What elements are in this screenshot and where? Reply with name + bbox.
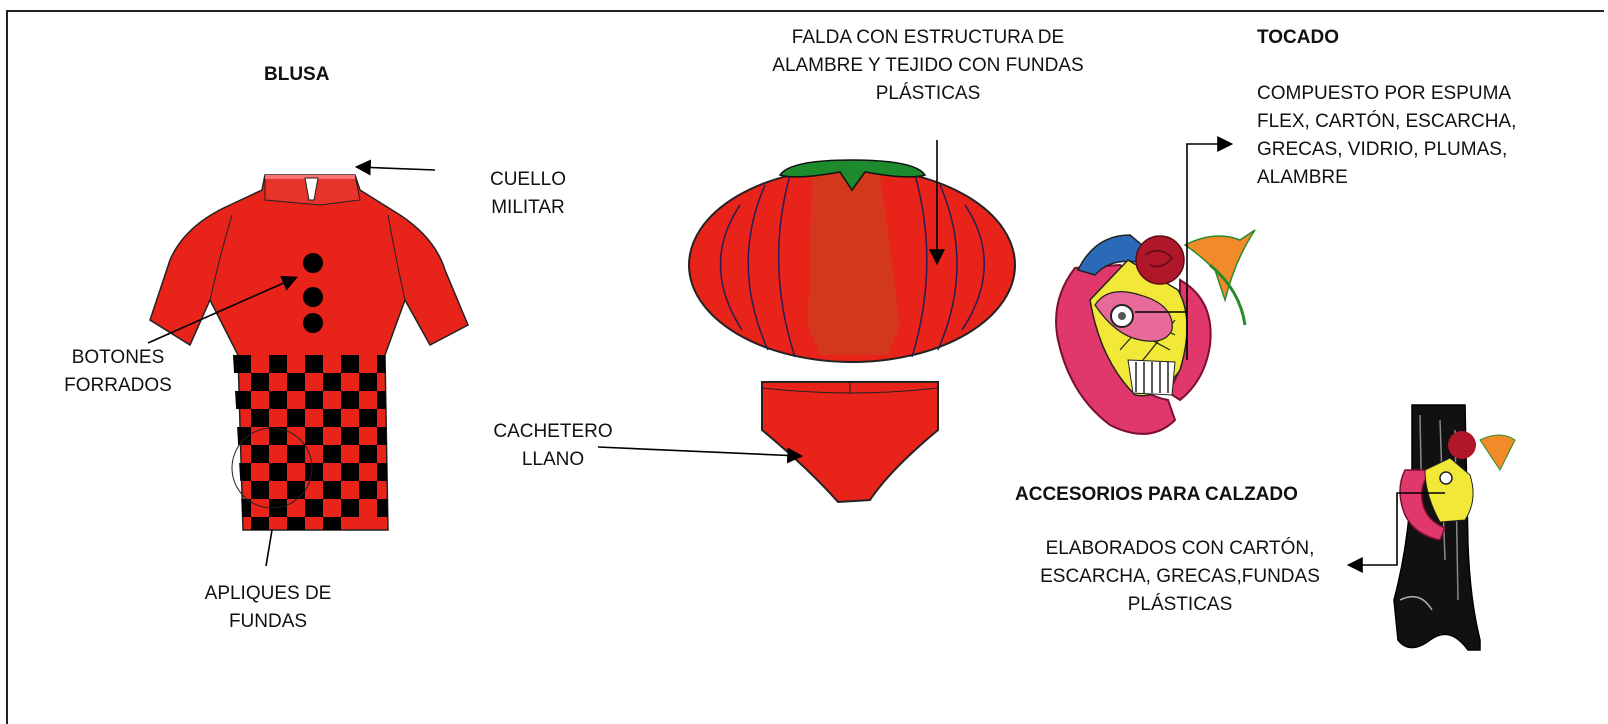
accesorios-arrow <box>1346 492 1445 573</box>
page-border <box>6 10 1604 724</box>
accesorios-line-1: ELABORADOS CON CARTÓN, <box>1045 538 1315 559</box>
falda-line-2: ALAMBRE Y TEJIDO CON FUNDAS <box>772 55 1084 76</box>
cachetero-label: CACHETERO LLANO <box>478 418 628 474</box>
tocado-line-4: ALAMBRE <box>1257 167 1348 188</box>
cachetero-arrow <box>597 446 804 464</box>
tocado-arrow-top <box>1186 136 1234 360</box>
headdress-illustration <box>1055 229 1256 435</box>
briefs-illustration <box>761 381 939 504</box>
cachetero-line-2: LLANO <box>521 449 585 470</box>
falda-label: FALDA CON ESTRUCTURA DE ALAMBRE Y TEJIDO… <box>728 24 1128 108</box>
cuello-line-1: CUELLO <box>489 169 567 190</box>
apliques-line <box>265 529 273 567</box>
botones-label: BOTONES FORRADOS <box>48 344 188 400</box>
falda-line-1: FALDA CON ESTRUCTURA DE <box>791 27 1065 48</box>
checker-pattern <box>233 355 388 530</box>
botones-line-1: BOTONES <box>71 347 165 368</box>
botones-arrow <box>147 275 298 344</box>
botones-line-2: FORRADOS <box>64 375 172 396</box>
cachetero-line-1: CACHETERO <box>493 421 613 442</box>
apliques-line-1: APLIQUES DE <box>204 583 332 604</box>
accesorios-description: ELABORADOS CON CARTÓN, ESCARCHA, GRECAS,… <box>1005 535 1355 619</box>
cuello-line-2: MILITAR <box>491 197 565 218</box>
tocado-description: COMPUESTO POR ESPUMA FLEX, CARTÓN, ESCAR… <box>1257 80 1516 192</box>
apliques-line-2: FUNDAS <box>228 611 308 632</box>
tocado-line-1: COMPUESTO POR ESPUMA <box>1257 83 1512 104</box>
accesorios-line-3: PLÁSTICAS <box>1127 594 1233 615</box>
apliques-label: APLIQUES DE FUNDAS <box>178 580 358 636</box>
blouse-illustration <box>149 174 469 531</box>
accesorios-line-2: ESCARCHA, GRECAS,FUNDAS <box>1040 566 1320 587</box>
tocado-line-2: FLEX, CARTÓN, ESCARCHA, <box>1257 111 1517 132</box>
cuello-label: CUELLO MILITAR <box>458 166 598 222</box>
falda-line-3: PLÁSTICAS <box>875 83 981 104</box>
skirt-illustration <box>688 159 1016 363</box>
boot-illustration <box>1393 404 1516 651</box>
cuello-arrow <box>354 159 436 176</box>
tocado-title: TOCADO <box>1257 27 1339 48</box>
accesorios-title: ACCESORIOS PARA CALZADO <box>1015 484 1298 505</box>
blusa-title: BLUSA <box>264 64 330 85</box>
tocado-line-3: GRECAS, VIDRIO, PLUMAS, <box>1257 139 1508 160</box>
